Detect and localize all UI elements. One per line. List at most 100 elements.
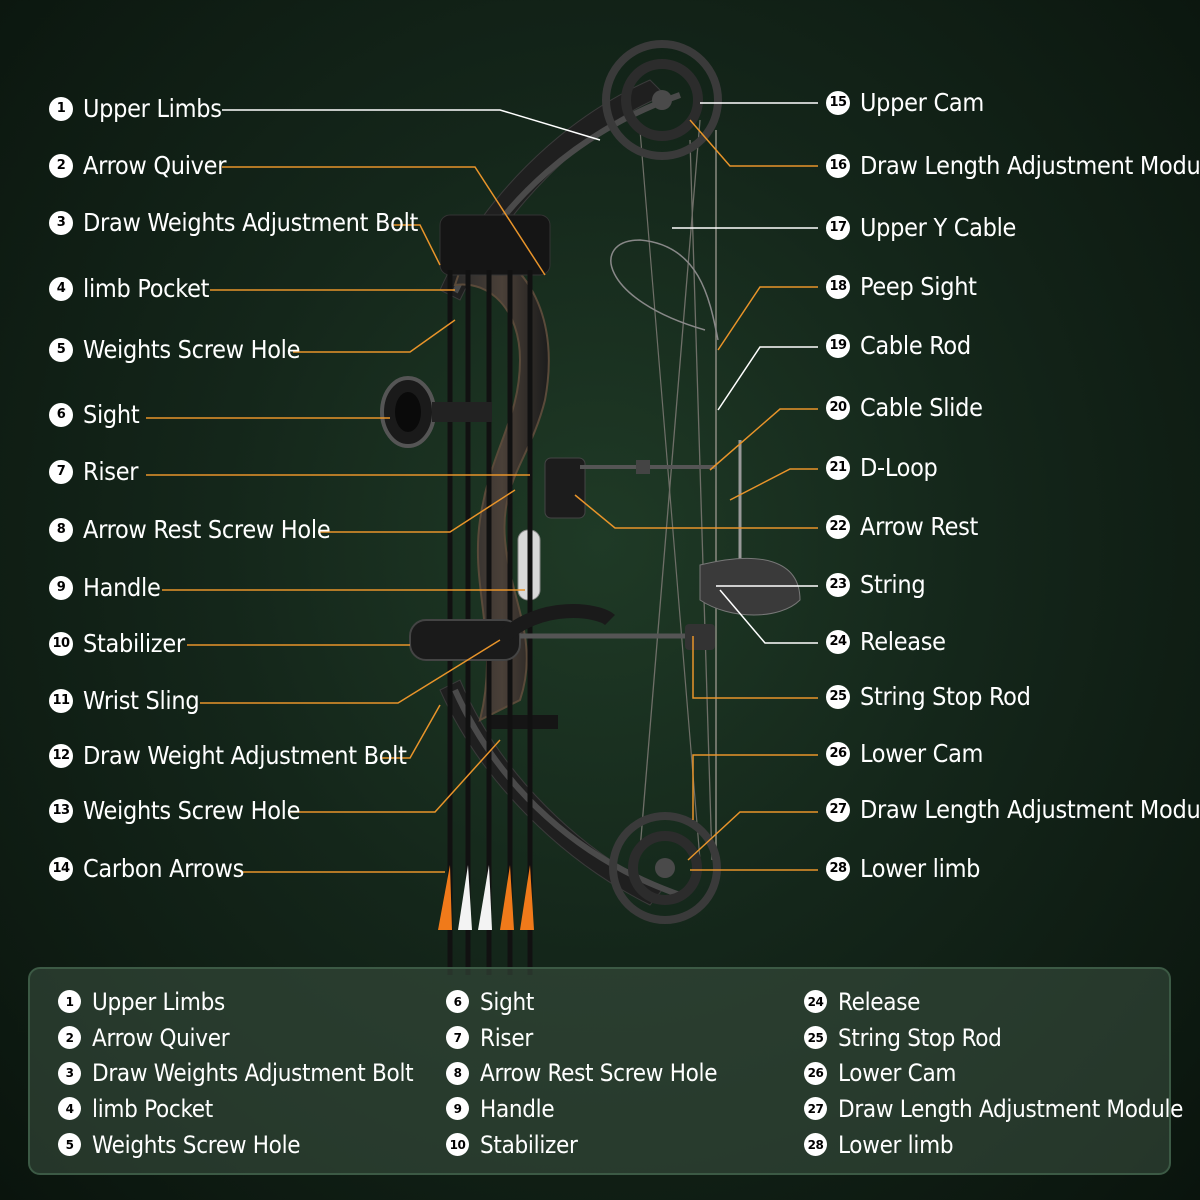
label-number-badge: 13 <box>49 798 73 823</box>
legend-item: 1 Upper Limbs <box>58 984 413 1020</box>
label-arrow-quiver: 2 Arrow Quiver <box>49 151 226 180</box>
label-text: Lower Cam <box>860 739 984 768</box>
label-text: String Stop Rod <box>860 682 1031 711</box>
label-string: 23 String <box>826 570 926 599</box>
label-number-badge: 24 <box>826 629 850 654</box>
label-text: Cable Rod <box>860 331 971 360</box>
lower-cam <box>609 812 721 924</box>
legend-number-badge: 25 <box>804 1026 827 1050</box>
label-lower-cam: 26 Lower Cam <box>826 739 983 768</box>
legend-text: String Stop Rod <box>838 1023 1002 1052</box>
legend-text: Weights Screw Hole <box>92 1130 301 1159</box>
label-number-badge: 2 <box>49 153 73 178</box>
label-text: Upper Cam <box>860 88 984 117</box>
legend-number-badge: 4 <box>58 1097 81 1121</box>
riser <box>453 238 550 722</box>
label-stabilizer: 10 Stabilizer <box>49 629 185 658</box>
legend-text: Lower limb <box>838 1130 954 1159</box>
legend-text: Arrow Quiver <box>92 1023 230 1052</box>
legend-column-1: 1 Upper Limbs 2 Arrow Quiver 3 Draw Weights… <box>58 984 414 1163</box>
label-text: Upper Limbs <box>83 94 222 123</box>
label-text: Upper Y Cable <box>860 213 1017 242</box>
legend-number-badge: 8 <box>446 1061 469 1085</box>
label-text: Draw Weights Adjustment Bolt <box>83 208 419 237</box>
label-text: Draw Weight Adjustment Bolt <box>83 741 407 770</box>
label-text: Sight <box>83 400 140 429</box>
legend-item: 2 Arrow Quiver <box>58 1020 413 1056</box>
legend-item: 8 Arrow Rest Screw Hole <box>446 1055 718 1091</box>
legend-text: Handle <box>480 1094 555 1123</box>
legend-item: 4 limb Pocket <box>58 1091 413 1127</box>
label-text: Cable Slide <box>860 393 983 422</box>
label-number-badge: 3 <box>49 210 73 235</box>
label-number-badge: 22 <box>826 514 850 539</box>
label-number-badge: 26 <box>826 741 850 766</box>
legend-number-badge: 10 <box>446 1133 469 1157</box>
label-number-badge: 12 <box>49 743 73 768</box>
legend-item: 9 Handle <box>446 1091 717 1127</box>
stabilizer <box>409 604 715 661</box>
legend-number-badge: 3 <box>58 1061 81 1085</box>
label-number-badge: 1 <box>49 96 73 121</box>
legend-item: 24 Release <box>804 984 1183 1020</box>
label-text: Draw Length Adjustment Module <box>860 151 1200 180</box>
label-number-badge: 5 <box>49 337 73 362</box>
legend-number-badge: 1 <box>58 990 81 1014</box>
legend-text: Arrow Rest Screw Hole <box>480 1059 718 1088</box>
legend-number-badge: 9 <box>446 1097 469 1121</box>
label-number-badge: 7 <box>49 459 73 484</box>
legend-text: Draw Weights Adjustment Bolt <box>92 1059 414 1088</box>
legend-text: Riser <box>480 1023 533 1052</box>
legend-text: Stabilizer <box>480 1130 578 1159</box>
upper-cam <box>602 40 722 160</box>
legend-panel <box>28 967 1171 1175</box>
label-number-badge: 28 <box>826 856 850 881</box>
legend-text: Upper Limbs <box>92 987 225 1016</box>
label-text: Arrow Quiver <box>83 151 227 180</box>
label-number-badge: 16 <box>826 153 850 178</box>
label-number-badge: 6 <box>49 402 73 427</box>
label-number-badge: 19 <box>826 333 850 358</box>
label-number-badge: 14 <box>49 856 73 881</box>
legend-number-badge: 24 <box>804 990 827 1014</box>
legend-item: 3 Draw Weights Adjustment Bolt <box>58 1055 414 1091</box>
label-text: Arrow Rest Screw Hole <box>83 515 331 544</box>
label-text: String <box>860 570 926 599</box>
right-leaders <box>574 102 818 871</box>
legend-item: 10 Stabilizer <box>446 1127 717 1163</box>
label-text: Wrist Sling <box>83 686 200 715</box>
legend-number-badge: 2 <box>58 1026 81 1050</box>
label-upper-limbs: 1 Upper Limbs <box>49 94 222 123</box>
label-number-badge: 8 <box>49 517 73 542</box>
legend-text: Lower Cam <box>838 1059 957 1088</box>
label-number-badge: 10 <box>49 631 73 656</box>
legend-text: limb Pocket <box>92 1094 213 1123</box>
arrow-rest <box>544 457 715 519</box>
legend-text: Draw Length Adjustment Module <box>838 1094 1184 1123</box>
label-number-badge: 27 <box>826 797 850 822</box>
label-draw-weight-adjustment-bolt: 12 Draw Weight Adjustment Bolt <box>49 741 407 770</box>
label-text: Draw Length Adjustment Module <box>860 795 1200 824</box>
label-number-badge: 21 <box>826 455 850 480</box>
label-number-badge: 23 <box>826 572 850 597</box>
legend-text: Release <box>838 987 921 1016</box>
label-text: Stabilizer <box>83 629 185 658</box>
sight <box>380 376 492 448</box>
